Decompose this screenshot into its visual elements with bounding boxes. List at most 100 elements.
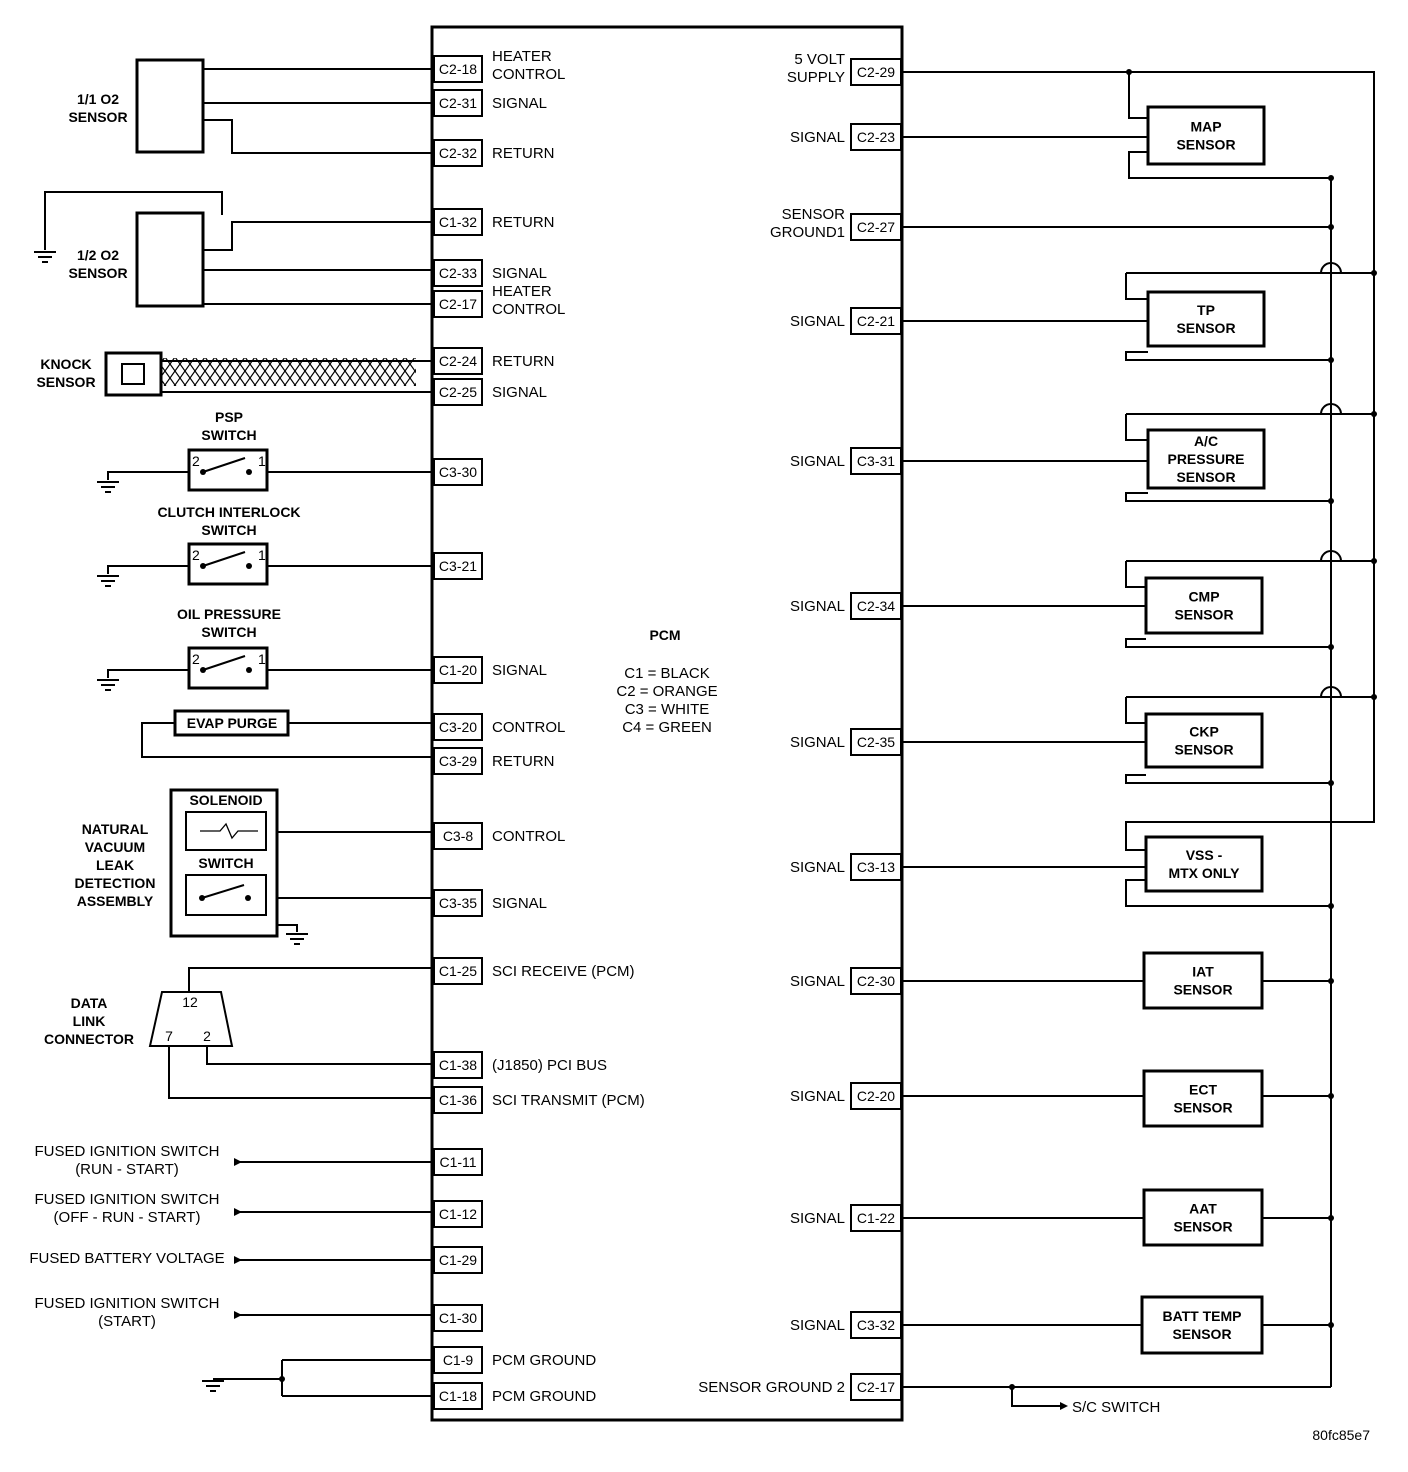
pin-function-label: SIGNAL (790, 1317, 845, 1334)
data-link-connector (148, 991, 234, 1047)
pin-function-label: SIGNAL (790, 1088, 845, 1105)
pin-function-label: (J1850) PCI BUS (492, 1057, 607, 1074)
pin-label: C1-9 (443, 1352, 474, 1368)
pin-label: C1-36 (439, 1092, 477, 1108)
evap-purge (173, 709, 290, 737)
pin-label: C3-20 (439, 719, 477, 735)
sensor-box (1140, 1295, 1264, 1355)
junction-dot (1328, 644, 1334, 650)
leak-switch (185, 874, 267, 916)
terminal-label: 1 (258, 547, 266, 563)
connector-pin (433, 1051, 483, 1079)
wire (1125, 561, 1146, 588)
connector-pin (433, 378, 483, 406)
pin-label: C2-18 (439, 61, 477, 77)
arrow-icon (1060, 1402, 1068, 1410)
power-input-label: FUSED BATTERY VOLTAGE (29, 1250, 224, 1267)
pin-function-label: SIGNAL (492, 895, 547, 912)
wire (107, 471, 189, 480)
pin-label: C3-21 (439, 558, 477, 574)
connector-pin (433, 208, 483, 236)
pin-label: C3-30 (439, 464, 477, 480)
junction-dot (1328, 780, 1334, 786)
wire-crossover (1320, 550, 1342, 562)
switch-label: SWITCH (198, 855, 253, 871)
pin-label: C2-17 (857, 1379, 895, 1395)
terminal-dot (246, 563, 252, 569)
pin-label: C3-29 (439, 753, 477, 769)
wire (1125, 351, 1331, 361)
arrow-icon (234, 1208, 242, 1216)
evap-purge-label: EVAP PURGE (187, 715, 278, 731)
pin-function-label: SCI TRANSMIT (PCM) (492, 1092, 645, 1109)
clutch-interlock-switch (187, 542, 269, 586)
knock-element (121, 363, 145, 385)
connector-pin (433, 656, 483, 684)
wire (168, 1046, 434, 1099)
connector-pin (850, 1373, 902, 1401)
power-input-label: FUSED IGNITION SWITCH(START) (35, 1295, 220, 1330)
connector-pin (433, 139, 483, 167)
wire (901, 71, 1375, 851)
pin-label: C2-21 (857, 313, 895, 329)
sensor-box (1144, 576, 1264, 635)
sensor-box (1146, 105, 1266, 166)
pin-label: C1-29 (439, 1252, 477, 1268)
wire-crossover (1320, 262, 1342, 274)
connector-pin (850, 123, 902, 151)
junction-dot (1328, 903, 1334, 909)
wire (107, 669, 189, 678)
wire (1125, 492, 1331, 502)
wire (1128, 72, 1148, 119)
pin-label: C1-25 (439, 963, 477, 979)
junction-dot (1328, 1322, 1334, 1328)
junction-dot (279, 1376, 285, 1382)
junction-dot (1328, 498, 1334, 504)
pin-label: C3-13 (857, 859, 895, 875)
connector-pin (433, 55, 483, 83)
wire (1125, 638, 1331, 648)
sensor-box (1144, 835, 1264, 893)
wire (107, 565, 189, 574)
connector-pin (433, 1148, 483, 1176)
pin-label: C2-27 (857, 219, 895, 235)
shielded-cable (162, 358, 416, 386)
connector-pin (850, 213, 902, 241)
connector-pin (850, 1082, 902, 1110)
connector-pin (433, 290, 483, 318)
pin-label: C2-33 (439, 265, 477, 281)
pin-label: C2-17 (439, 296, 477, 312)
wire-crossover (1320, 403, 1342, 415)
o2-sensor-1-2 (135, 211, 205, 308)
pin-function-label: SIGNAL (492, 662, 547, 679)
connector-pin (433, 1304, 483, 1332)
terminal-label: 2 (192, 651, 200, 667)
pin-function-label: SCI RECEIVE (PCM) (492, 963, 635, 980)
terminal-label: 1 (258, 453, 266, 469)
dlc-pin-label: 2 (203, 1028, 211, 1044)
pin-function-label: RETURN (492, 214, 555, 231)
pin-function-label: SIGNAL (790, 734, 845, 751)
wire (186, 221, 434, 251)
wire (44, 191, 223, 250)
junction-dot (1371, 558, 1377, 564)
pin-function-label: SIGNAL (492, 265, 547, 282)
solenoid-label: SOLENOID (189, 792, 262, 808)
pcm-legend-item: C4 = GREEN (622, 719, 712, 736)
pin-label: C2-35 (857, 734, 895, 750)
arrow-icon (234, 1311, 242, 1319)
wire (1125, 774, 1331, 784)
arrow-icon (234, 1158, 242, 1166)
pin-label: C1-30 (439, 1310, 477, 1326)
pcm-legend-item: C3 = WHITE (625, 701, 710, 718)
solenoid-icon (200, 822, 258, 840)
switch-contact-icon (202, 457, 246, 473)
